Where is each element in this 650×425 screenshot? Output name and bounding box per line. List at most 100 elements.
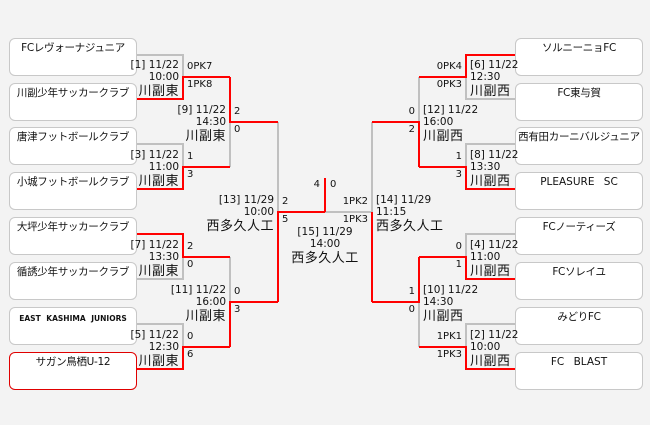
team-name: FCソレイユ (552, 266, 606, 278)
match-venue: 川副西 (423, 309, 464, 324)
match-label: [9] 11/22 (177, 104, 226, 116)
bracket-line-win (419, 346, 515, 370)
bracket-line-win (419, 256, 515, 280)
score-bottom: 1PK3 (342, 214, 368, 225)
score-bottom: 5 (282, 214, 289, 225)
match-label: [10] 11/22 (423, 284, 479, 296)
team-name: FC東与賀 (557, 87, 601, 99)
team-box: PLEASURE SC (515, 172, 643, 210)
match-label: [14] 11/29 (376, 194, 432, 206)
score-top: 0 (408, 106, 415, 117)
match-time: 13:30 (148, 251, 179, 263)
match-time: 12:30 (470, 71, 501, 83)
match-time: 13:30 (470, 161, 501, 173)
bracket-line-lose (465, 143, 515, 167)
team-box: FCノーティーズ (515, 217, 643, 255)
score-top: 0 (455, 241, 462, 252)
score-top: 2 (187, 241, 194, 252)
score-top: 1 (455, 151, 462, 162)
score-top: 0 (187, 331, 194, 342)
bracket-line-lose (137, 257, 184, 280)
team-box: FCソレイユ (515, 262, 643, 300)
team-box: 川副少年サッカークラブ (9, 83, 137, 121)
score-top: 1PK1 (436, 331, 462, 342)
team-name: サガン鳥栖U-12 (35, 356, 111, 368)
score-bottom: 0PK3 (436, 79, 462, 90)
team-name: みどりFC (557, 311, 601, 323)
score-top: 2 (234, 106, 241, 117)
match-label: [1] 11/22 (130, 59, 179, 71)
score-bottom: 3 (234, 304, 241, 315)
score-top: 2 (282, 196, 289, 207)
bracket-line-lose (465, 323, 515, 347)
match-venue: 川副東 (185, 309, 226, 324)
score-bottom: 0 (187, 259, 194, 270)
match-venue: 川副東 (138, 84, 179, 99)
bracket-line-lose (137, 54, 184, 77)
team-box: FCレヴォーナジュニア (9, 38, 137, 76)
champion-team-box: サガン鳥栖U-12 (9, 352, 137, 390)
score-top: 1 (408, 286, 415, 297)
match-label: [12] 11/22 (423, 104, 479, 116)
team-name: 唐津フットボールクラブ (16, 131, 130, 143)
team-name: 循誘少年サッカークラブ (16, 266, 130, 278)
match-time: 14:00 (309, 238, 341, 250)
score-bottom: 0 (408, 304, 415, 315)
score-bottom: 1PK8 (187, 79, 213, 90)
score-left: 4 (313, 179, 320, 190)
team-box: 大坪少年サッカークラブ (9, 217, 137, 255)
match-label: [8] 11/22 (470, 149, 519, 161)
match-time: 16:00 (423, 116, 454, 128)
match-venue: 西多久人工 (206, 219, 274, 234)
bracket-line-lose (465, 77, 515, 100)
score-bottom: 2 (408, 124, 415, 135)
match-venue: 川副東 (138, 174, 179, 189)
team-box: 小城フットボールクラブ (9, 172, 137, 210)
team-name: 大坪少年サッカークラブ (16, 221, 130, 233)
match-venue: 川副東 (185, 129, 226, 144)
bracket-line-lose (137, 143, 184, 167)
bracket-line-lose (137, 323, 184, 347)
match-venue: 川副西 (423, 129, 464, 144)
bracket-line-win (277, 211, 325, 302)
team-name: FCレヴォーナジュニア (21, 42, 125, 54)
match-time: 11:00 (148, 161, 179, 173)
bracket-line-win (137, 233, 230, 258)
score-top: 0PK4 (436, 61, 462, 72)
match-label: [13] 11/29 (218, 194, 274, 206)
score-top: 0 (234, 286, 241, 297)
bracket-line-lose (465, 233, 515, 257)
match-venue: 西多久人工 (376, 219, 444, 234)
match-label: [5] 11/22 (130, 329, 179, 341)
score-bottom: 0 (234, 124, 241, 135)
match-label: [11] 11/22 (170, 284, 226, 296)
bracket-line-win (419, 54, 515, 78)
match-time: 10:00 (148, 71, 179, 83)
score-bottom: 1PK3 (436, 349, 462, 360)
score-top: 1 (187, 151, 194, 162)
score-bottom: 3 (187, 169, 194, 180)
team-name: PLEASURE SC (540, 176, 618, 188)
team-name: FC BLAST (550, 356, 608, 368)
score-top: 0PK7 (187, 61, 213, 72)
match-time: 10:00 (243, 206, 274, 218)
match-time: 11:15 (376, 206, 407, 218)
match-time: 11:00 (470, 251, 501, 263)
match-label: [15] 11/29 (297, 226, 353, 238)
bracket-line-win (229, 77, 278, 123)
match-venue: 川副東 (138, 354, 179, 369)
team-name: 西有田カーニバルジュニア (518, 131, 640, 143)
team-name: 小城フットボールクラブ (16, 176, 130, 188)
match-label: [3] 11/22 (130, 149, 179, 161)
match-venue: 川副東 (138, 264, 179, 279)
team-box: FC BLAST (515, 352, 643, 390)
match-label: [6] 11/22 (470, 59, 519, 71)
bracket-line-win (137, 346, 230, 370)
match-time: 14:30 (423, 296, 454, 308)
match-venue: 川副西 (470, 84, 511, 99)
match-label: [4] 11/22 (470, 239, 519, 251)
team-box: FC東与賀 (515, 83, 643, 121)
team-box: ソルニーニョFC (515, 38, 643, 76)
team-box: 西有田カーニバルジュニア (515, 127, 643, 165)
